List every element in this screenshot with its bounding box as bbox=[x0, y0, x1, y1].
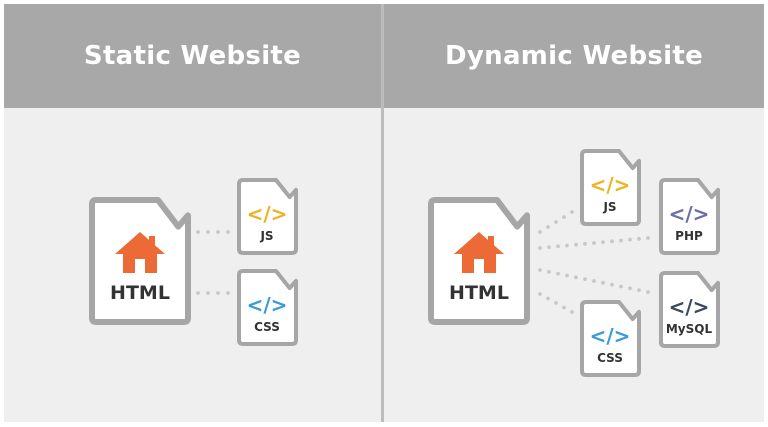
static-website-title: Static Website bbox=[83, 41, 302, 71]
code-tag-icon: </> bbox=[669, 202, 710, 226]
dynamic-website-title: Dynamic Website bbox=[445, 41, 703, 71]
connector-dots-dynamic-css bbox=[538, 292, 574, 314]
panel-divider bbox=[381, 4, 384, 422]
file-label: CSS bbox=[254, 320, 280, 334]
document-icon bbox=[659, 178, 720, 255]
static-website-panel: Static Website bbox=[4, 4, 381, 422]
document-icon bbox=[580, 149, 641, 226]
static-website-header: Static Website bbox=[4, 4, 381, 108]
dynamic-php-file: </> PHP bbox=[659, 178, 720, 255]
file-label: PHP bbox=[675, 229, 703, 243]
file-label: MySQL bbox=[666, 322, 713, 336]
house-icon bbox=[454, 232, 504, 273]
code-tag-icon: </> bbox=[669, 295, 710, 319]
connector-dots-static-css bbox=[196, 291, 230, 295]
html-file-label: HTML bbox=[110, 282, 170, 304]
file-label: JS bbox=[259, 229, 273, 243]
code-tag-icon: </> bbox=[247, 202, 288, 226]
static-css-file: </> CSS bbox=[237, 269, 298, 346]
dynamic-html-file: HTML bbox=[428, 197, 530, 325]
connector-dots-static-js bbox=[196, 230, 230, 234]
code-tag-icon: </> bbox=[247, 293, 288, 317]
document-icon bbox=[237, 178, 298, 255]
dynamic-css-file: </> CSS bbox=[580, 300, 641, 377]
dynamic-js-file: </> JS bbox=[580, 149, 641, 226]
static-html-file: HTML bbox=[89, 197, 191, 325]
house-icon bbox=[115, 232, 165, 273]
file-label: CSS bbox=[597, 351, 623, 365]
dynamic-mysql-file: </> MySQL bbox=[659, 271, 720, 348]
dynamic-website-header: Dynamic Website bbox=[384, 4, 764, 108]
code-tag-icon: </> bbox=[590, 324, 631, 348]
code-tag-icon: </> bbox=[590, 173, 631, 197]
html-file-label: HTML bbox=[449, 282, 509, 304]
file-label: JS bbox=[602, 200, 616, 214]
document-icon bbox=[237, 269, 298, 346]
document-icon bbox=[659, 271, 720, 348]
static-js-file: </> JS bbox=[237, 178, 298, 255]
connector-dots-dynamic-js bbox=[538, 210, 574, 234]
connector-dots-dynamic-php bbox=[538, 236, 650, 250]
connector-dots-dynamic-mysql bbox=[538, 268, 650, 294]
document-icon bbox=[580, 300, 641, 377]
